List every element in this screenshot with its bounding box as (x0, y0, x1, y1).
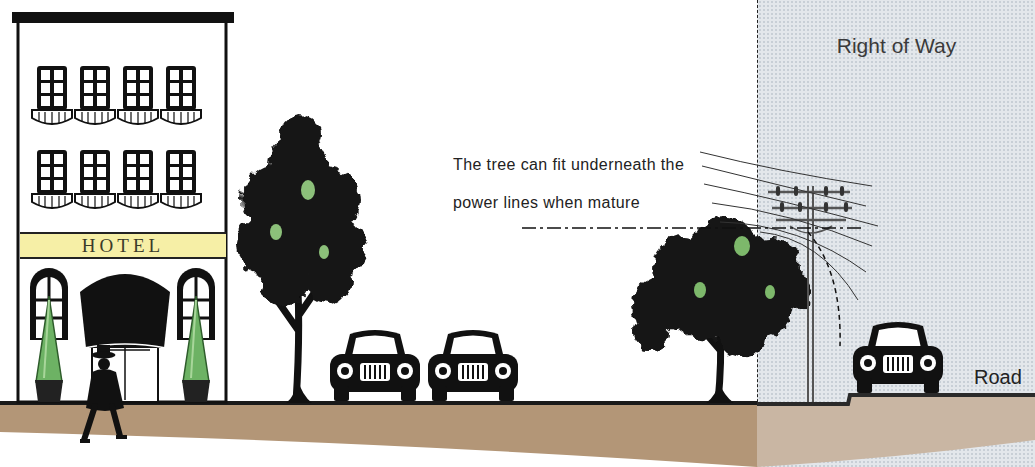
hotel-building (161, 66, 201, 125)
parked-cars (330, 330, 420, 401)
street-tree (270, 224, 282, 240)
pedestrian (92, 352, 116, 359)
street-tree (306, 218, 366, 278)
potted-topiary (35, 380, 63, 402)
hotel-building (183, 277, 209, 338)
road-label: Road (974, 365, 1035, 389)
small-tree (693, 216, 757, 280)
street-tree (301, 180, 315, 200)
street-tree (268, 135, 328, 195)
small-tree (734, 236, 750, 256)
pedestrian (80, 437, 127, 441)
pedestrian (86, 369, 124, 411)
pedestrian (84, 406, 120, 440)
street-tree (242, 164, 314, 236)
street-tree (236, 115, 366, 306)
small-tree (706, 382, 734, 403)
clearance-note: The tree can fit underneath the power li… (453, 146, 723, 222)
node-text: HOTEL (20, 234, 226, 257)
hotel-building (118, 150, 158, 209)
potted-topiary (36, 296, 62, 382)
hotel-sign: HOTEL (20, 232, 226, 259)
hotel-building (100, 345, 150, 400)
hotel-building (30, 268, 68, 340)
hotel-building (183, 277, 209, 338)
street-tree (261, 258, 309, 306)
small-tree (632, 277, 688, 333)
small-tree (632, 314, 668, 350)
street-tree (236, 115, 366, 403)
street-tree (270, 240, 330, 402)
small-tree (694, 282, 706, 298)
hotel-building (75, 150, 115, 209)
hotel-building (92, 340, 158, 402)
hotel-building (36, 277, 62, 338)
hotel-building (36, 277, 62, 338)
hotel-building (12, 12, 234, 402)
parked-cars (330, 330, 518, 401)
pedestrian (80, 345, 127, 441)
hotel-building (12, 12, 234, 23)
hotel-building (80, 274, 170, 348)
potted-topiary (191, 300, 196, 378)
street-tree (236, 215, 296, 275)
street-tree (306, 260, 350, 304)
potted-topiary (182, 380, 210, 402)
pedestrian (97, 345, 110, 355)
street-tree (286, 380, 312, 403)
hotel-building (75, 66, 115, 125)
parked-cars (428, 330, 518, 401)
potted-topiary (44, 300, 49, 378)
hotel-building (118, 66, 158, 125)
right-of-way-zone: Right of Way (757, 0, 1035, 467)
street-tree (280, 115, 320, 155)
potted-topiary (183, 296, 209, 382)
hotel-building (161, 150, 201, 209)
ground (0, 404, 757, 467)
hotel-building (84, 344, 166, 348)
small-tree (690, 290, 755, 402)
hotel-building (18, 20, 226, 402)
hotel-building (177, 268, 215, 340)
hotel-building (32, 150, 72, 209)
small-tree (652, 236, 716, 300)
street-tree (319, 245, 329, 259)
small-tree (668, 260, 748, 340)
hotel-building (32, 66, 72, 125)
pedestrian (98, 358, 110, 370)
node-text: Right of Way (758, 0, 1035, 58)
street-tree (291, 166, 359, 234)
potted-topiary (35, 296, 210, 402)
ground (0, 401, 757, 405)
street-tree (260, 195, 340, 275)
